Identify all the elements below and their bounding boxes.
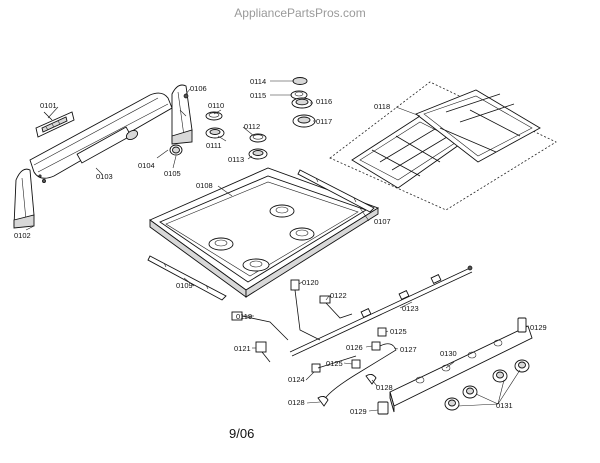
label-0105: 0105 bbox=[164, 169, 181, 178]
knob-2 bbox=[462, 385, 478, 399]
label-0104: 0104 bbox=[138, 161, 155, 170]
burner-caps-group bbox=[205, 77, 316, 160]
label-0131: 0131 bbox=[496, 401, 513, 410]
label-0129-a: 0129 bbox=[530, 323, 547, 332]
label-0114: 0114 bbox=[250, 77, 266, 86]
knob-3 bbox=[492, 369, 508, 383]
label-0130: 0130 bbox=[440, 349, 457, 358]
part-0102-left-end-cap[interactable] bbox=[13, 168, 35, 229]
label-0124: 0124 bbox=[288, 375, 305, 384]
label-0116: 0116 bbox=[316, 97, 332, 106]
label-0125-a: 0125 bbox=[390, 327, 407, 336]
label-0118: 0118 bbox=[374, 102, 390, 111]
watermark-text: AppliancePartsPros.com bbox=[234, 6, 365, 20]
part-0116-burner-cap-large[interactable] bbox=[291, 97, 313, 109]
part-0103-control-panel[interactable] bbox=[29, 92, 173, 183]
part-0127-tube[interactable] bbox=[323, 343, 397, 401]
label-0113: 0113 bbox=[228, 155, 244, 164]
label-0128-a: 0128 bbox=[376, 383, 393, 392]
label-0125-b: 0125 bbox=[326, 359, 343, 368]
part-labels: 0101 0102 0103 0104 0105 0106 0107 0108 … bbox=[14, 77, 547, 416]
part-0101-switch-plate[interactable] bbox=[35, 111, 75, 138]
label-0127: 0127 bbox=[400, 345, 417, 354]
label-0123: 0123 bbox=[402, 304, 419, 313]
part-0129-end-bracket-a[interactable] bbox=[517, 317, 527, 333]
leader-lines bbox=[25, 80, 527, 412]
part-0120-valve[interactable] bbox=[290, 279, 321, 341]
label-0112: 0112 bbox=[244, 122, 260, 131]
part-0111-burner-base[interactable] bbox=[205, 127, 225, 139]
cooktop-burner-holes bbox=[208, 204, 315, 272]
label-0119: 0119 bbox=[236, 312, 252, 321]
label-0126: 0126 bbox=[346, 343, 363, 352]
part-0130-front-panel[interactable] bbox=[389, 325, 533, 413]
label-0129-b: 0129 bbox=[350, 407, 367, 416]
part-0105-knob[interactable] bbox=[169, 144, 183, 156]
label-0110: 0110 bbox=[208, 101, 224, 110]
part-0125-fitting-a[interactable] bbox=[377, 327, 387, 337]
knob-1 bbox=[444, 397, 460, 411]
part-0106-right-end-cap[interactable] bbox=[171, 84, 193, 145]
part-0124-fitting[interactable] bbox=[311, 355, 357, 373]
knob-4 bbox=[514, 359, 530, 373]
part-0107-rear-trim[interactable] bbox=[297, 169, 375, 213]
part-0125-fitting-b[interactable] bbox=[351, 359, 361, 369]
part-0108-cooktop[interactable] bbox=[149, 167, 380, 298]
part-0126-fitting[interactable] bbox=[371, 341, 381, 351]
label-0101: 0101 bbox=[40, 101, 57, 110]
label-0117: 0117 bbox=[316, 117, 332, 126]
part-0121-valve[interactable] bbox=[255, 341, 271, 363]
part-0110-burner-cap[interactable] bbox=[205, 111, 223, 121]
part-0117-burner-base-large[interactable] bbox=[292, 114, 316, 128]
label-0106: 0106 bbox=[190, 84, 207, 93]
label-0102: 0102 bbox=[14, 231, 31, 240]
label-0122: 0122 bbox=[330, 291, 347, 300]
part-0114-burner-cap-small[interactable] bbox=[292, 77, 308, 85]
part-0112-burner-cap[interactable] bbox=[249, 133, 267, 143]
part-0109-side-trim[interactable] bbox=[147, 255, 227, 301]
label-0109: 0109 bbox=[176, 281, 193, 290]
part-0118-grates[interactable] bbox=[329, 81, 557, 211]
label-0103: 0103 bbox=[96, 172, 113, 181]
part-0123-manifold[interactable] bbox=[289, 265, 473, 357]
control-panel-group bbox=[13, 84, 193, 229]
part-0131-knobs[interactable] bbox=[444, 359, 530, 411]
label-0128-b: 0128 bbox=[288, 398, 305, 407]
version-date: 9/06 bbox=[229, 426, 254, 441]
label-0108: 0108 bbox=[196, 181, 213, 190]
label-0120: 0120 bbox=[302, 278, 319, 287]
label-0115: 0115 bbox=[250, 91, 266, 100]
label-0107: 0107 bbox=[374, 217, 391, 226]
part-0113-burner-base[interactable] bbox=[248, 148, 268, 160]
label-0111: 0111 bbox=[206, 141, 222, 150]
part-0129-end-bracket-b[interactable] bbox=[377, 401, 389, 415]
part-0128-clip-b[interactable] bbox=[317, 395, 329, 407]
part-0122-valve[interactable] bbox=[319, 295, 353, 319]
label-0121: 0121 bbox=[234, 344, 251, 353]
